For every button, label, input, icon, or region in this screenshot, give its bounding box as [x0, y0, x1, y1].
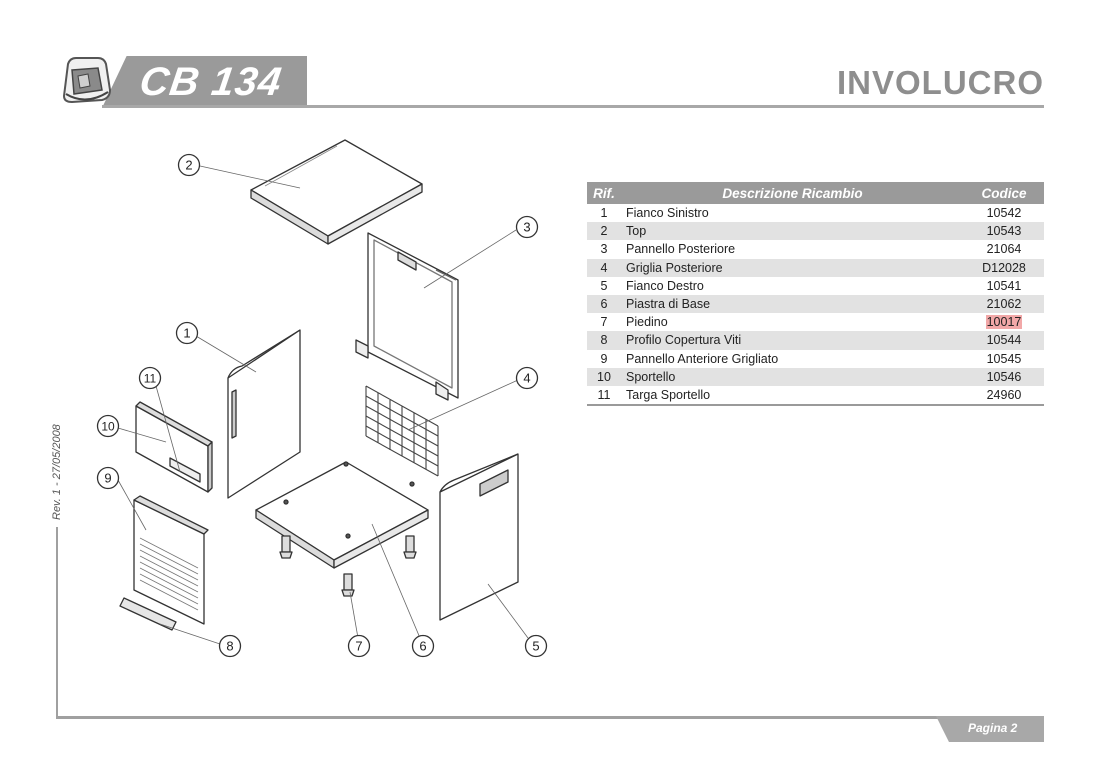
table-row: 11 Targa Sportello 24960	[587, 385, 1044, 407]
part-rear-panel	[355, 232, 459, 401]
row-code: 21064	[986, 242, 1022, 257]
svg-text:2: 2	[185, 158, 192, 173]
callout-1: 1	[175, 321, 199, 345]
row-description: Sportello	[621, 367, 964, 386]
row-ref: 4	[587, 258, 621, 277]
row-description: Griglia Posteriore	[621, 258, 964, 277]
table-row: 9 Pannello Anteriore Grigliato 10545	[587, 350, 1044, 368]
callout-10: 10	[96, 414, 120, 438]
table-row: 8 Profilo Copertura Viti 10544	[587, 331, 1044, 350]
row-ref: 7	[600, 315, 608, 330]
table-row: 6 Piastra di Base 21062	[587, 294, 1044, 314]
part-front-panel-louvers	[139, 537, 199, 611]
row-ref: 3	[600, 242, 608, 257]
row-code: 10546	[964, 367, 1044, 386]
svg-text:6: 6	[419, 639, 426, 654]
ice-machine-logo-icon	[62, 57, 112, 104]
row-code-highlighted: 10017	[964, 313, 1044, 331]
svg-text:7: 7	[355, 639, 362, 654]
callout-5: 5	[524, 634, 548, 658]
part-left-side	[227, 329, 301, 499]
svg-text:11: 11	[144, 372, 157, 386]
row-ref: 6	[587, 294, 621, 314]
row-description: Targa Sportello	[621, 385, 964, 407]
row-ref: 9	[600, 351, 608, 366]
callout-3: 3	[515, 215, 539, 239]
footer-tab	[936, 716, 1044, 742]
page-number: Pagina 2	[968, 721, 1018, 735]
row-description: Profilo Copertura Viti	[621, 331, 964, 350]
table-row: 3 Pannello Posteriore 21064	[587, 240, 1044, 258]
part-right-side	[439, 453, 519, 621]
svg-text:5: 5	[532, 639, 539, 654]
callout-7: 7	[347, 634, 371, 658]
row-code: 10545	[986, 351, 1022, 366]
part-screw-cover	[119, 597, 177, 631]
svg-text:4: 4	[523, 371, 530, 386]
svg-text:8: 8	[226, 639, 233, 654]
bottom-rule	[56, 716, 1042, 719]
part-front-panel	[133, 495, 209, 625]
part-base-plate	[255, 461, 429, 569]
header-code: Codice	[964, 182, 1044, 204]
svg-text:9: 9	[104, 471, 111, 486]
row-ref: 10	[587, 367, 621, 386]
callout-2: 2	[177, 153, 201, 177]
part-feet	[279, 535, 417, 597]
parts-table: Rif. Descrizione Ricambio Codice 1 Fianc…	[587, 182, 1044, 407]
row-description: Piastra di Base	[621, 294, 964, 314]
row-ref: 1	[600, 206, 608, 221]
side-rule	[56, 527, 58, 718]
row-code: 10541	[986, 278, 1022, 293]
row-description: Pannello Posteriore	[626, 242, 736, 257]
callout-6: 6	[411, 634, 435, 658]
row-code: D12028	[964, 258, 1044, 277]
callout-4: 4	[515, 366, 539, 390]
table-row: 4 Griglia Posteriore D12028	[587, 258, 1044, 277]
svg-text:3: 3	[523, 220, 530, 235]
row-code: 10544	[964, 331, 1044, 350]
highlighted-code: 10017	[985, 315, 1023, 330]
row-ref: 11	[587, 385, 621, 407]
row-description: Fianco Destro	[626, 278, 704, 293]
table-row: 1 Fianco Sinistro 10542	[587, 204, 1044, 222]
row-code: 10542	[986, 206, 1022, 221]
row-ref: 5	[600, 278, 608, 293]
callout-11: 11	[138, 366, 162, 390]
row-code: 21062	[964, 294, 1044, 314]
parts-table-header: Rif. Descrizione Ricambio Codice	[587, 182, 1044, 204]
row-ref: 2	[587, 222, 621, 241]
part-top	[250, 139, 423, 245]
row-description: Piedino	[626, 315, 668, 330]
table-row: 7 Piedino 10017	[587, 313, 1044, 331]
header-rule	[102, 105, 1044, 108]
exploded-diagram: 2 3 1 11 4 10 9 8	[96, 139, 548, 658]
header-description: Descrizione Ricambio	[621, 182, 964, 204]
header-tab	[102, 56, 307, 108]
header-ref: Rif.	[587, 182, 621, 204]
leader-lines	[117, 165, 529, 645]
table-row: 10 Sportello 10546	[587, 367, 1044, 386]
row-code: 24960	[964, 385, 1044, 407]
svg-text:10: 10	[101, 420, 115, 434]
row-ref: 8	[587, 331, 621, 350]
svg-text:1: 1	[183, 326, 190, 341]
section-title: INVOLUCRO	[837, 64, 1044, 101]
row-code: 10543	[964, 222, 1044, 241]
callout-8: 8	[218, 634, 242, 658]
part-rear-grid	[365, 385, 439, 477]
table-row: 5 Fianco Destro 10541	[587, 277, 1044, 295]
row-description: Fianco Sinistro	[626, 206, 709, 221]
row-description: Top	[621, 222, 964, 241]
row-description: Pannello Anteriore Grigliato	[626, 351, 779, 366]
table-row: 2 Top 10543	[587, 222, 1044, 241]
callout-9: 9	[96, 466, 120, 490]
